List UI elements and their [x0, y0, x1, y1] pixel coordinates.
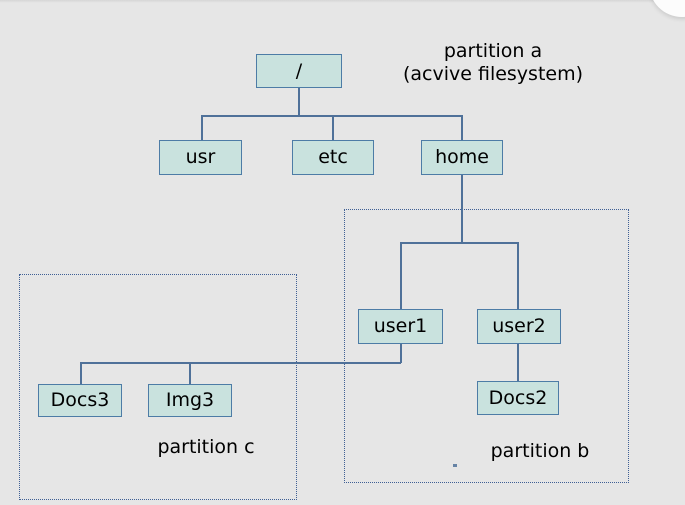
edge-img3-drop — [189, 362, 191, 385]
edge-home-drop — [461, 115, 463, 140]
edge-etc-drop — [332, 115, 334, 140]
partition-a-label-line2: (acvive filesystem) — [402, 63, 584, 85]
node-user2: user2 — [477, 309, 561, 344]
node-home: home — [421, 140, 503, 175]
edge-user1-children-bar — [80, 362, 401, 364]
node-etc: etc — [292, 140, 374, 175]
edge-user2-trunk — [517, 343, 519, 382]
partition-a-label: partition a (acvive filesystem) — [403, 40, 583, 86]
node-user1: user1 — [358, 309, 443, 344]
edge-user1-drop — [400, 242, 402, 309]
partition-b-label: partition b — [490, 440, 590, 462]
top-edge-shade — [0, 0, 685, 3]
edge-root-children-bar — [201, 115, 462, 117]
partition-b-boundary — [344, 209, 629, 483]
edge-user1-trunk — [400, 343, 402, 363]
edge-home-children-bar — [400, 242, 519, 244]
corner-ornament — [649, 0, 685, 17]
node-root: / — [256, 54, 342, 88]
node-usr: usr — [159, 140, 242, 175]
stray-mark — [453, 464, 457, 467]
node-img3: Img3 — [148, 384, 232, 417]
edge-docs3-drop — [80, 362, 82, 385]
edge-home-trunk — [461, 174, 463, 243]
node-docs3: Docs3 — [38, 384, 122, 417]
edge-root-trunk — [298, 88, 300, 116]
partition-a-label-line1: partition a — [443, 40, 543, 62]
node-docs2: Docs2 — [477, 381, 559, 415]
edge-user2-drop — [517, 242, 519, 309]
edge-usr-drop — [201, 115, 203, 140]
partition-c-label: partition c — [157, 436, 255, 458]
partition-c-boundary — [19, 274, 297, 500]
